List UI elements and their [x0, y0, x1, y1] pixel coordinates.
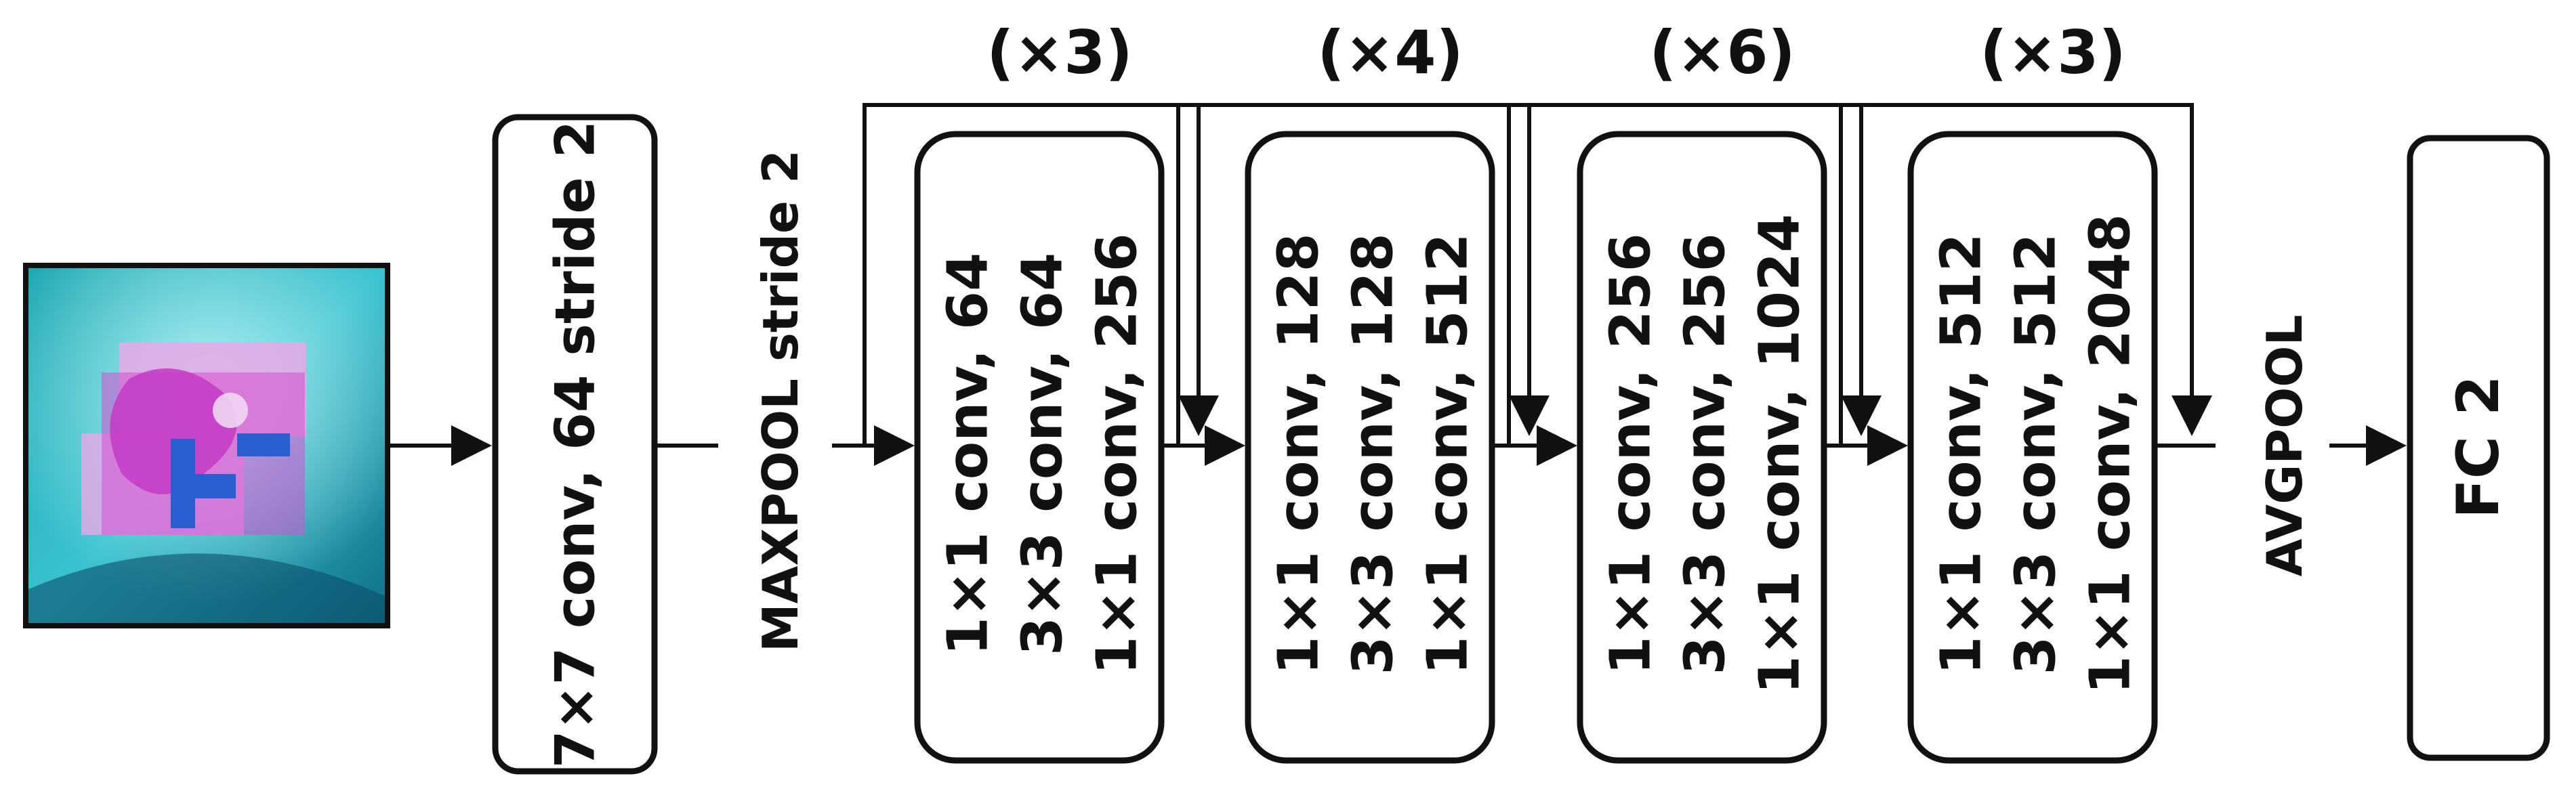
stage-1-layer-2: 3×3 conv, 64 [1011, 253, 1075, 656]
stage-3-repeat-label: (×6) [1649, 18, 1795, 87]
avgpool-label: AVGPOOL [2256, 315, 2313, 577]
stage-4-repeat-label: (×3) [1980, 18, 2125, 87]
stage-4-layer-2: 3×3 conv, 512 [2004, 233, 2069, 674]
fc-label: FC 2 [2445, 375, 2512, 519]
stage-1-repeat-label: (×3) [986, 18, 1132, 87]
stage-1-repeat-loop [863, 103, 1219, 446]
stage-2-layer-3: 1×1 conv, 512 [1416, 233, 1480, 674]
stage-4-layer-1: 1×1 conv, 512 [1930, 233, 1994, 674]
maxpool-label: MAXPOOL stride 2 [752, 150, 809, 652]
input-image [23, 263, 390, 628]
stage-1-layer-1: 1×1 conv, 64 [936, 253, 1001, 656]
stage-2-layer-2: 3×3 conv, 128 [1342, 233, 1406, 674]
stage-3-layer-1: 1×1 conv, 256 [1599, 233, 1663, 674]
stage-2-layer-1: 1×1 conv, 128 [1267, 233, 1331, 674]
stage-3-layer-3: 1×1 conv, 1024 [1748, 214, 1812, 694]
stage-4-repeat-loop [1839, 103, 2212, 446]
stage-2-repeat-label: (×4) [1317, 18, 1463, 87]
stage-2-repeat-loop [1176, 103, 1550, 446]
stage-4-layer-3: 1×1 conv, 2048 [2079, 214, 2143, 694]
stage-1-layer-3: 1×1 conv, 256 [1085, 233, 1150, 674]
stage-3-layer-2: 3×3 conv, 256 [1674, 233, 1738, 674]
stem-conv-label: 7×7 conv, 64 stride 2 [544, 121, 607, 768]
stage-3-repeat-loop [1507, 103, 1882, 446]
fc-box [2407, 135, 2550, 761]
